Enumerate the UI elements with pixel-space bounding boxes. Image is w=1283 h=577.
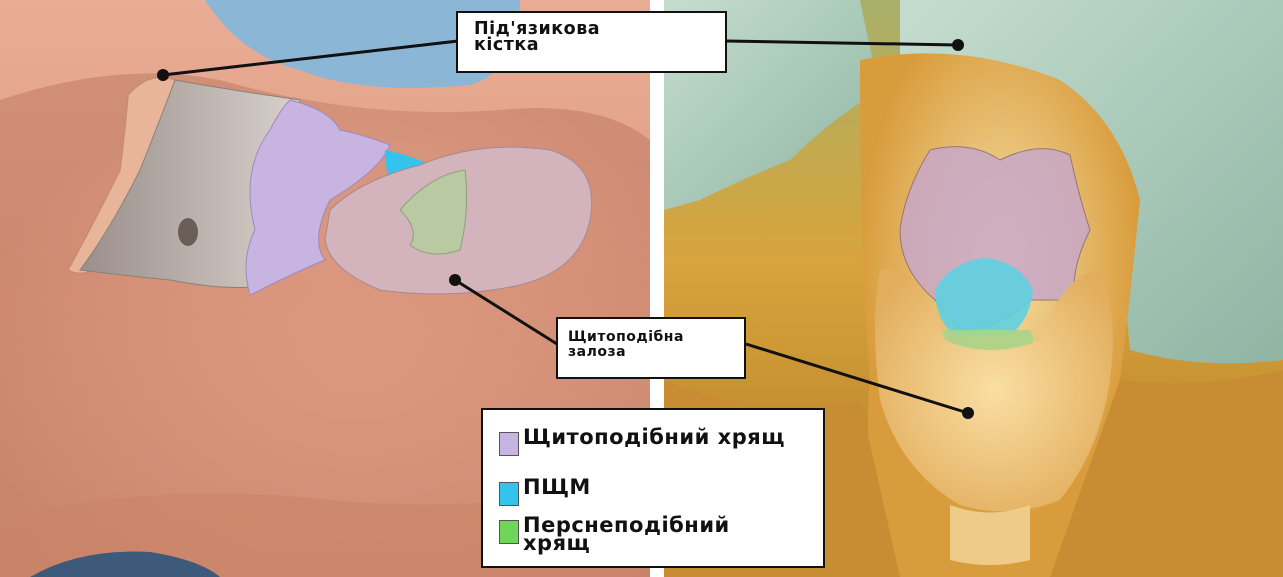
legend-label-thyroid-cartilage: Щитоподібний хрящ xyxy=(523,428,785,446)
legend-swatch-cricoid-cartilage xyxy=(499,520,519,544)
thyroid-leader-right-dot xyxy=(962,407,974,419)
hyoid-leader-left-dot xyxy=(157,69,169,81)
trachea-lower xyxy=(950,505,1030,565)
legend-label-cricoid-cartilage: Перснеподібний хрящ xyxy=(523,516,730,552)
legend: Щитоподібний хрящ ПЩМ Перснеподібний хря… xyxy=(481,408,825,568)
thyroid-gland-label: Щитоподібна залоза xyxy=(556,317,746,379)
legend-item-thyroid-cartilage: Щитоподібний хрящ xyxy=(499,428,785,456)
membrane-foramen xyxy=(178,218,198,246)
hyoid-leader-right-dot xyxy=(952,39,964,51)
hyoid-bone-label: Під'язикова кістка xyxy=(456,11,727,73)
legend-swatch-cricothyroid-membrane xyxy=(499,482,519,506)
thyroid-leader-left-dot xyxy=(449,274,461,286)
legend-item-cricoid-cartilage: Перснеподібний хрящ xyxy=(499,516,730,552)
legend-item-cricothyroid-membrane: ПЩМ xyxy=(499,478,591,506)
legend-label-cricothyroid-membrane: ПЩМ xyxy=(523,478,591,496)
legend-swatch-thyroid-cartilage xyxy=(499,432,519,456)
